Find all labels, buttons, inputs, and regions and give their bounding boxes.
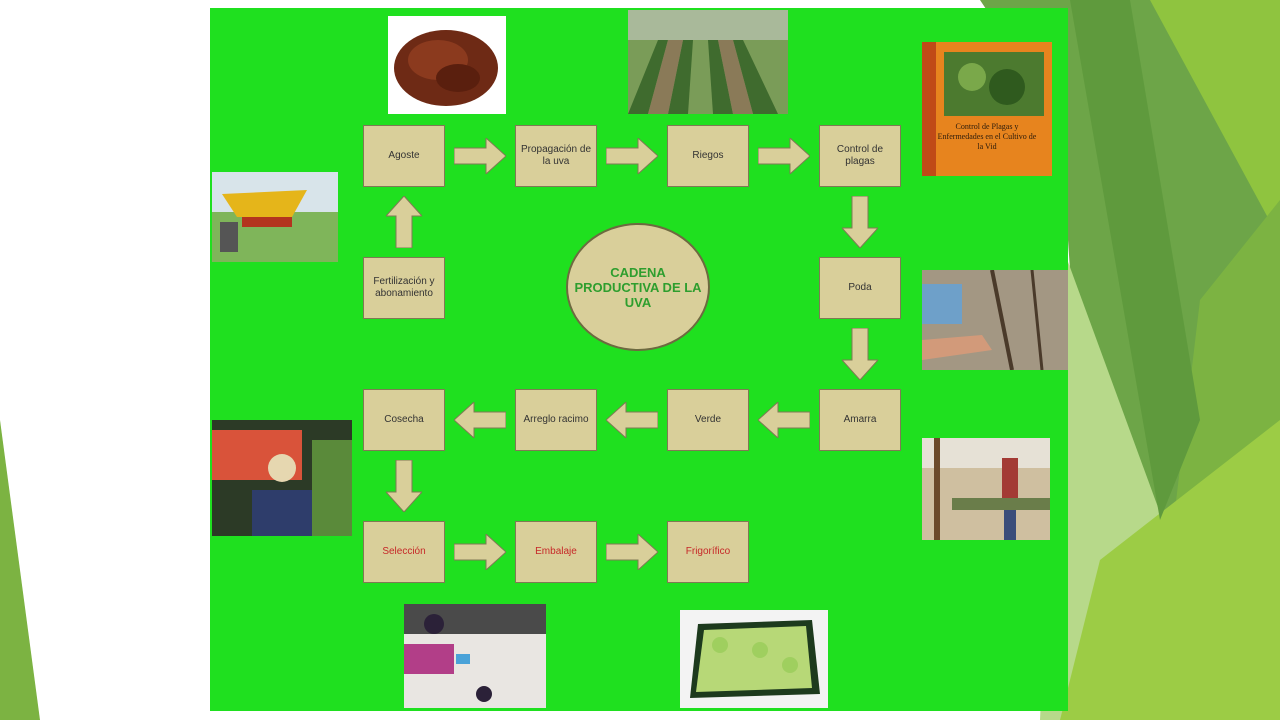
arrow-left-icon <box>454 402 506 438</box>
step-verde: Verde <box>667 389 749 451</box>
pruning-image <box>922 270 1068 370</box>
step-amarra: Amarra <box>819 389 901 451</box>
step-poda: Poda <box>819 257 901 319</box>
arrow-right-icon <box>758 138 810 174</box>
arrow-right-icon <box>606 138 658 174</box>
arrow-down-icon <box>842 328 878 380</box>
book-title: Control de Plagas y Enfermedades en el C… <box>937 122 1037 151</box>
step-frigorifico: Frigorífico <box>667 521 749 583</box>
grape-seeds-image <box>388 16 506 114</box>
irrigation-field-image <box>628 10 788 114</box>
step-arreglo-racimo: Arreglo racimo <box>515 389 597 451</box>
step-fertilizacion: Fertilización y abonamiento <box>363 257 445 319</box>
step-embalaje: Embalaje <box>515 521 597 583</box>
grape-sorting-image <box>404 604 546 708</box>
grape-box-image <box>680 610 828 708</box>
step-riegos: Riegos <box>667 125 749 187</box>
fertilizer-spreader-image <box>212 172 338 262</box>
diagram-title: CADENA PRODUCTIVA DE LA UVA <box>566 223 710 351</box>
pest-control-book-image: Control de Plagas y Enfermedades en el C… <box>922 42 1052 176</box>
step-control-plagas: Control de plagas <box>819 125 901 187</box>
step-seleccion: Selección <box>363 521 445 583</box>
arrow-left-icon <box>758 402 810 438</box>
arrow-left-icon <box>606 402 658 438</box>
arrow-down-icon <box>842 196 878 248</box>
arrow-down-icon <box>386 460 422 512</box>
arrow-right-icon <box>606 534 658 570</box>
step-propagacion: Propagación de la uva <box>515 125 597 187</box>
step-agoste: Agoste <box>363 125 445 187</box>
harvest-worker-image <box>212 420 352 536</box>
diagram-panel: Agoste Propagación de la uva Riegos Cont… <box>210 8 1068 711</box>
arrow-right-icon <box>454 534 506 570</box>
step-cosecha: Cosecha <box>363 389 445 451</box>
vineyard-tying-image <box>922 438 1050 540</box>
arrow-right-icon <box>454 138 506 174</box>
arrow-up-icon <box>386 196 422 248</box>
